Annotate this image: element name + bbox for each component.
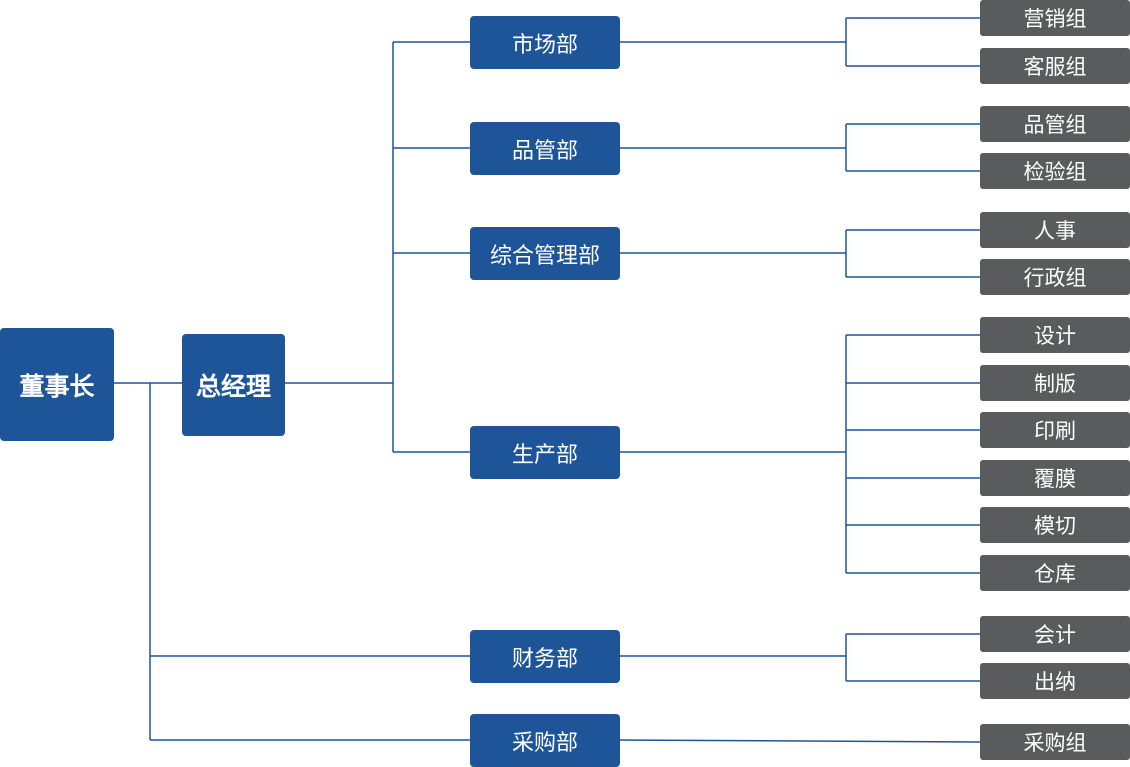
general-manager-node[interactable]: 总经理: [182, 334, 285, 436]
group-accounting-node[interactable]: 会计: [980, 616, 1130, 652]
dept-quality-node[interactable]: 品管部: [470, 122, 620, 175]
dept-purchasing-node[interactable]: 采购部: [470, 714, 620, 767]
group-inspection-node[interactable]: 检验组: [980, 153, 1130, 189]
group-customer-service-node[interactable]: 客服组: [980, 48, 1130, 84]
group-design-node[interactable]: 设计: [980, 317, 1130, 353]
group-warehouse-node[interactable]: 仓库: [980, 555, 1130, 591]
group-plate-making-node[interactable]: 制版: [980, 365, 1130, 401]
group-die-cutting-node[interactable]: 模切: [980, 507, 1130, 543]
dept-marketing-node[interactable]: 市场部: [470, 16, 620, 69]
dept-finance-node[interactable]: 财务部: [470, 630, 620, 683]
connector-dept-group: [619, 739, 981, 743]
group-marketing-node[interactable]: 营销组: [980, 0, 1130, 36]
chairman-node[interactable]: 董事长: [0, 328, 114, 441]
group-cashier-node[interactable]: 出纳: [980, 663, 1130, 699]
group-laminating-node[interactable]: 覆膜: [980, 460, 1130, 496]
dept-production-node[interactable]: 生产部: [470, 426, 620, 479]
group-purchasing-node[interactable]: 采购组: [980, 724, 1130, 760]
dept-admin-node[interactable]: 综合管理部: [470, 227, 620, 280]
group-printing-node[interactable]: 印刷: [980, 412, 1130, 448]
group-administration-node[interactable]: 行政组: [980, 259, 1130, 295]
group-quality-control-node[interactable]: 品管组: [980, 106, 1130, 142]
group-hr-node[interactable]: 人事: [980, 212, 1130, 248]
